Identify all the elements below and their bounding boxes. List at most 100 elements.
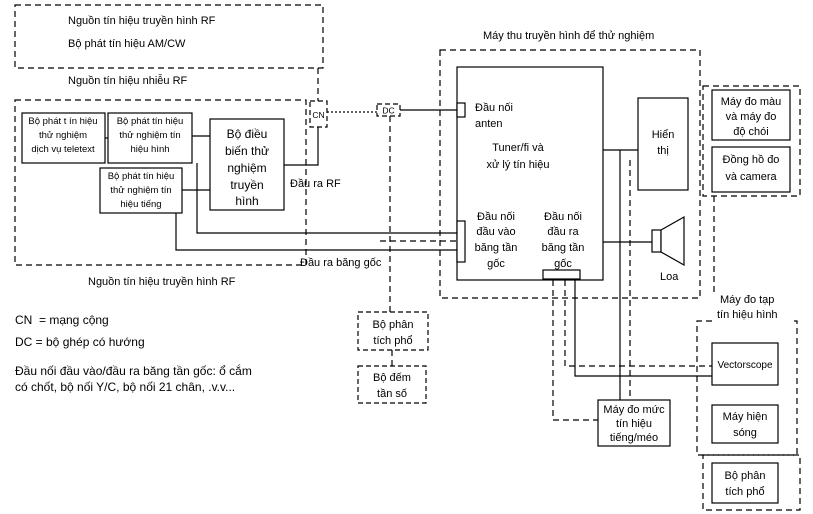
display-line-2: thị [657,145,669,157]
legend-connectors-line-2: có chốt, bộ nối Y/C, bộ nối 21 chân, .v.… [15,380,235,394]
tuner-line-2: xử lý tín hiệu [486,159,549,171]
video-noise-meter-line-2: tín hiệu hình [717,309,778,321]
spectrum-analyzer-right-frame [702,454,801,511]
baseband-output-line-1: Đầu nối [544,211,582,223]
video-generator: Bộ phát tín hiệu thử nghiệm tín hiệu hìn… [107,112,193,164]
rf-noise-source-title: Nguồn tín hiệu truyền hình RF [68,15,216,27]
oscilloscope-box [711,404,779,444]
clock-camera-line-2: và camera [725,171,777,183]
vectorscope-box [711,342,779,386]
spectrum-analyzer-right-box [711,462,779,504]
display-instruments-group: Máy đo màu và máy đo độ chói Đồng hồ đo … [702,85,801,197]
frequency-counter-box [357,365,427,404]
colorimeter-line-1: Máy đo màu [721,96,782,108]
antenna-connector-line-2: anten [475,118,503,130]
baseband-output-line-4: gốc [554,258,572,270]
baseband-output-tab [542,269,581,280]
speaker-icon [660,215,685,267]
speaker-icon-body [651,229,662,253]
baseband-output-line-2: đầu ra [547,226,579,238]
teletext-generator-line-1: Bộ phát t ín hiệu [28,116,97,127]
rf-output-label: Đầu ra RF [290,178,341,190]
rf-noise-source: Nguồn tín hiệu truyền hình RF Bộ phát tí… [14,4,324,87]
oscilloscope-line-1: Máy hiện [723,411,768,423]
spectrum-analyzer-mid: Bộ phân tích phổ [357,311,429,351]
tv-modulator-line-4: truyền [230,178,263,192]
spectrum-analyzer-mid-line-1: Bộ phân [373,319,414,331]
display-instruments-frame [702,85,801,197]
rf-noise-source-frame [14,4,324,69]
video-generator-line-1: Bộ phát tín hiệu [117,116,184,127]
teletext-generator: Bộ phát t ín hiệu thử nghiệm dịch vụ tel… [21,112,106,164]
antenna-connector-line-1: Đầu nối [475,102,513,114]
frequency-counter-line-1: Bộ đếm [373,372,411,384]
frequency-counter: Bộ đếm tần số [357,365,427,404]
display-line-1: Hiển [652,129,675,141]
audio-generator-line-1: Bộ phát tín hiệu [108,171,175,182]
am-cw-generator-label: Bộ phát tín hiệu AM/CW [68,38,186,50]
output-to-vectorscope-line-b [574,280,712,377]
legend-cn: CN = mạng cộng [15,313,109,327]
vectorscope-label: Vectorscope [717,360,772,371]
baseband-input-tab [456,220,466,263]
legend-dc: DC = bộ ghép có hướng [15,335,145,349]
video-generator-box [107,112,193,164]
spectrum-analyzer-mid-box [357,311,429,351]
connectors [105,68,715,421]
display: Hiển thị [637,97,689,191]
oscilloscope-line-2: sóng [733,427,757,439]
tv-modulator: Bộ điều biến thử nghiệm truyền hình [209,118,285,211]
baseband-input-line-3: băng tần [475,242,518,254]
baseband-output-line-3: băng tần [542,242,585,254]
coupler-box [376,103,401,117]
combiner: CN [309,100,328,128]
receiver-box [456,66,604,281]
baseband-output-label: Đầu ra băng gốc [300,257,382,269]
tv-modulator-line-1: Bộ điều [227,127,268,141]
output-to-audio-meter-line [552,280,598,421]
rf-output-line [284,127,319,166]
combiner-label: CN [312,110,324,120]
speaker: Loa [651,215,685,283]
colorimeter-line-2: và máy đo [726,111,777,123]
frequency-counter-line-2: tần số [377,388,407,400]
teletext-generator-line-3: dịch vụ teletext [31,144,95,155]
audio-level-meter-line-1: Máy đo mức [603,404,665,416]
video-generator-line-2: thử nghiệm tín [119,130,180,141]
tv-modulator-line-3: nghiệm [227,161,266,175]
colorimeter-line-3: độ chói [733,126,768,138]
audio-generator-line-3: hiệu tiếng [120,199,161,210]
display-box [637,97,689,191]
coupler-label: DC [382,106,394,116]
audio-level-meter-box [597,399,671,447]
audio-baseband-line [175,213,457,251]
antenna-connector-tab [456,102,466,118]
rf-tv-source-caption: Nguồn tín hiệu truyền hình RF [88,276,236,288]
video-measurement-frame [696,320,798,456]
combiner-box [309,100,328,128]
spectrum-analyzer-right: Bộ phân tích phổ [702,454,801,511]
audio-level-meter-line-3: tiếng/méo [610,432,658,444]
speaker-label: Loa [660,271,679,283]
spectrum-analyzer-right-line-1: Bộ phân [725,470,766,482]
audio-generator-box [99,167,183,214]
receiver-under-test: Máy thu truyền hình để thử nghiệm Đầu nố… [439,30,701,299]
audio-generator: Bộ phát tín hiệu thử nghiệm tín hiệu tiế… [99,167,183,214]
clock-camera-box [711,146,791,193]
video-measurement-group: Máy đo tạp tín hiệu hình Vectorscope Máy… [696,294,798,456]
baseband-input-line-2: đầu vào [476,226,515,238]
tv-modulator-box [209,118,285,211]
tv-modulator-line-5: hình [235,194,258,208]
video-noise-meter-line-1: Máy đo tạp [720,294,774,306]
baseband-input-line-1: Đầu nối [477,211,515,223]
output-to-vectorscope-line-a [564,280,712,367]
rf-tv-source: Bộ phát t ín hiệu thử nghiệm dịch vụ tel… [14,99,382,288]
tv-modulator-line-2: biến thử [225,144,269,158]
video-baseband-line [196,163,457,234]
receiver-frame [439,49,701,299]
audio-level-meter: Máy đo mức tín hiệu tiếng/méo [597,399,671,447]
teletext-generator-box [21,112,106,164]
audio-level-meter-line-2: tín hiệu [616,418,652,430]
directional-coupler: DC [376,103,401,117]
